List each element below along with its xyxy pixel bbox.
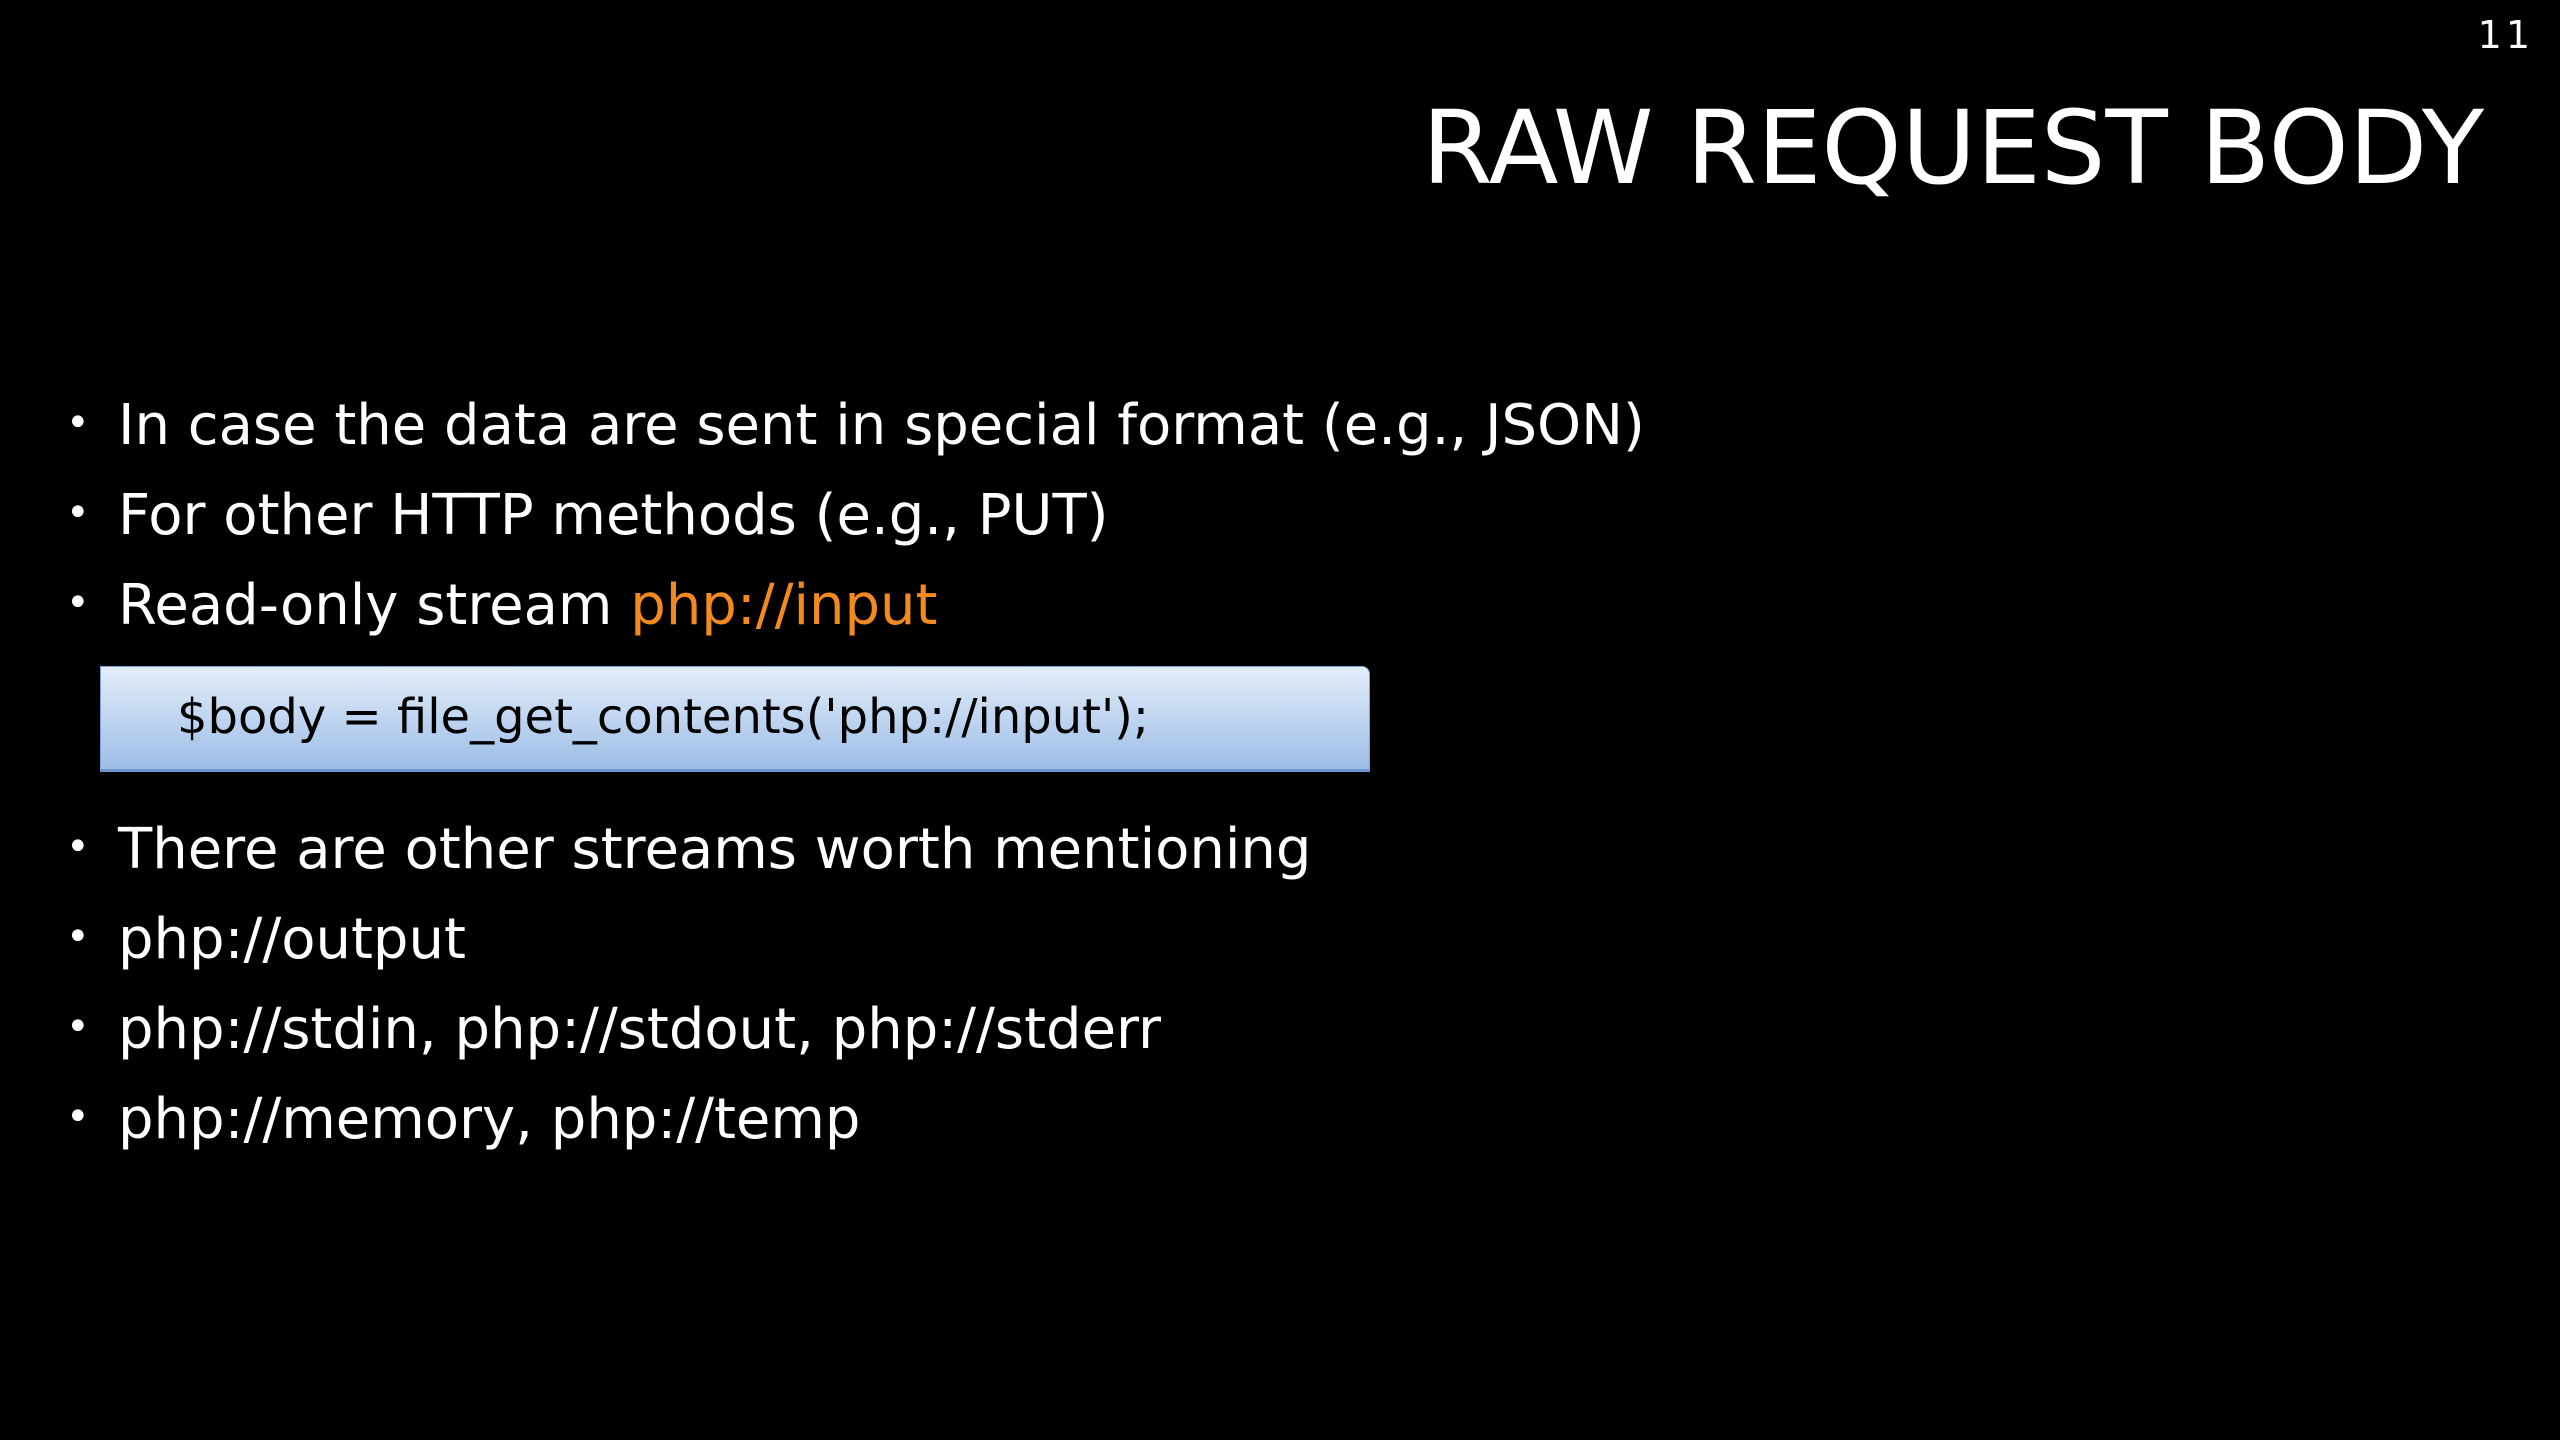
- bullet-dot-icon: •: [66, 1003, 90, 1050]
- slide-number: 11: [2477, 13, 2534, 57]
- bullet-item: •There are other streams worth mentionin…: [66, 822, 1311, 878]
- bullet-highlight: php://input: [630, 573, 938, 638]
- bullet-item: •php://output: [66, 912, 466, 968]
- bullet-dot-icon: •: [66, 1093, 90, 1140]
- bullet-text: php://memory, php://temp: [118, 1087, 861, 1152]
- bullet-text: There are other streams worth mentioning: [118, 817, 1312, 882]
- bullet-item: •In case the data are sent in special fo…: [66, 398, 1645, 454]
- bullet-text: Read-only stream: [118, 573, 631, 638]
- bullet-text: php://stdin, php://stdout, php://stderr: [118, 997, 1162, 1062]
- bullet-item: •php://memory, php://temp: [66, 1092, 860, 1148]
- slide-title: RAW REQUEST BODY: [1421, 89, 2484, 208]
- bullet-dot-icon: •: [66, 823, 90, 870]
- bullet-text: For other HTTP methods (e.g., PUT): [118, 483, 1109, 548]
- bullet-dot-icon: •: [66, 399, 90, 446]
- bullet-dot-icon: •: [66, 489, 90, 536]
- bullet-dot-icon: •: [66, 913, 90, 960]
- bullet-text: In case the data are sent in special for…: [118, 393, 1645, 458]
- code-snippet: $body = file_get_contents('php://input')…: [177, 689, 1150, 745]
- bullet-item: •For other HTTP methods (e.g., PUT): [66, 488, 1109, 544]
- bullet-item: •Read-only stream php://input: [66, 578, 938, 634]
- bullet-text: php://output: [118, 907, 466, 972]
- bullet-item: •php://stdin, php://stdout, php://stderr: [66, 1002, 1161, 1058]
- code-box: $body = file_get_contents('php://input')…: [100, 666, 1370, 772]
- bullet-dot-icon: •: [66, 579, 90, 626]
